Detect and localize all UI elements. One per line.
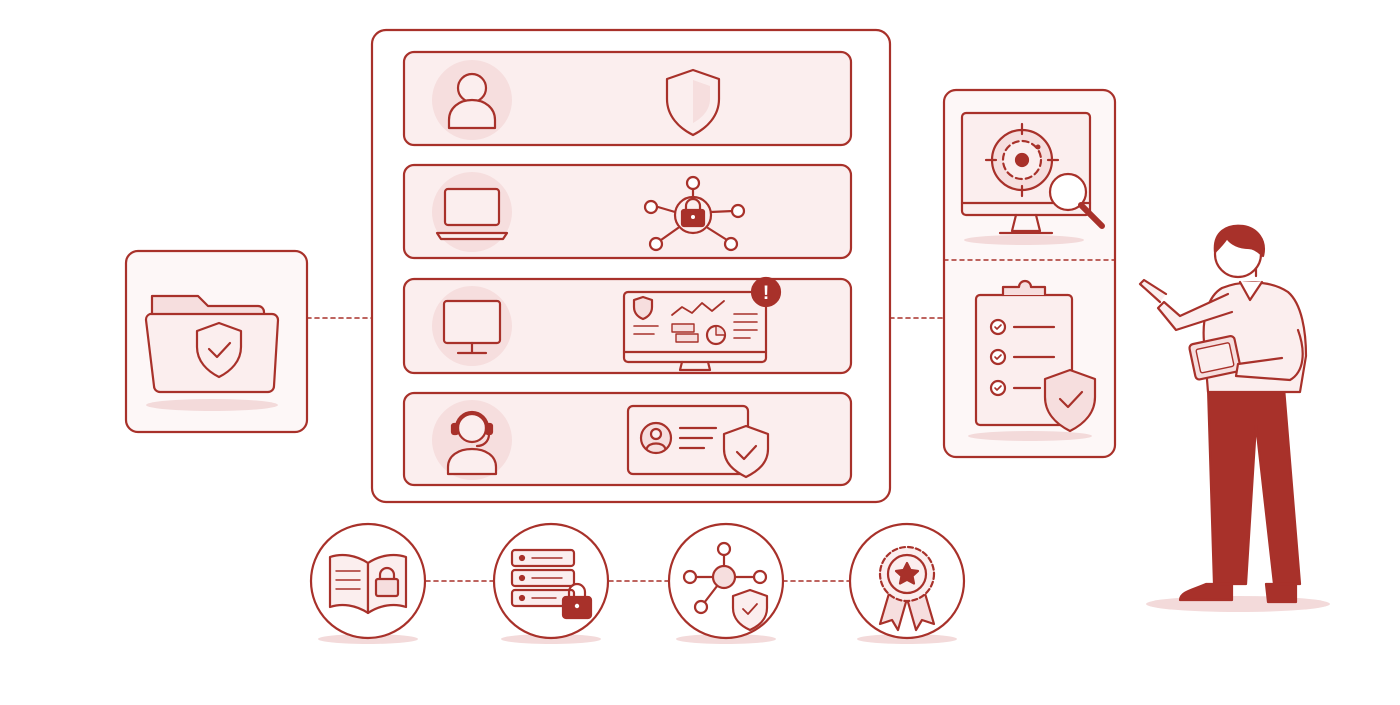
shield-icon [665, 68, 721, 137]
bottom-icon-row [309, 522, 966, 644]
folder-shield-check-icon [144, 294, 280, 411]
network-lock-icon [643, 175, 746, 252]
row-desktop-dashboard: ! [402, 276, 853, 375]
monitor-target-magnifier-icon [960, 111, 1105, 245]
book-lock-icon [309, 522, 427, 644]
server-lock-icon [492, 522, 610, 644]
alert-glyph: ! [763, 283, 769, 304]
row-laptop-network [402, 163, 853, 260]
center-panel: ! [370, 28, 892, 504]
right-panel [942, 88, 1117, 459]
alert-badge [750, 276, 782, 308]
network-shield-icon [667, 522, 785, 644]
row-user-shield [402, 50, 853, 147]
left-panel [124, 249, 309, 434]
dashboard-alert-icon: ! [622, 276, 782, 372]
row-support-id [402, 391, 853, 487]
award-badge-icon [848, 522, 966, 644]
user-icon [447, 72, 497, 130]
desktop-monitor-icon [442, 299, 502, 355]
clipboard-checklist-shield-icon [968, 279, 1097, 441]
support-agent-icon [446, 410, 498, 476]
presenter-person-icon [1138, 224, 1330, 612]
laptop-icon [435, 187, 509, 241]
id-card-shield-icon [626, 404, 770, 479]
